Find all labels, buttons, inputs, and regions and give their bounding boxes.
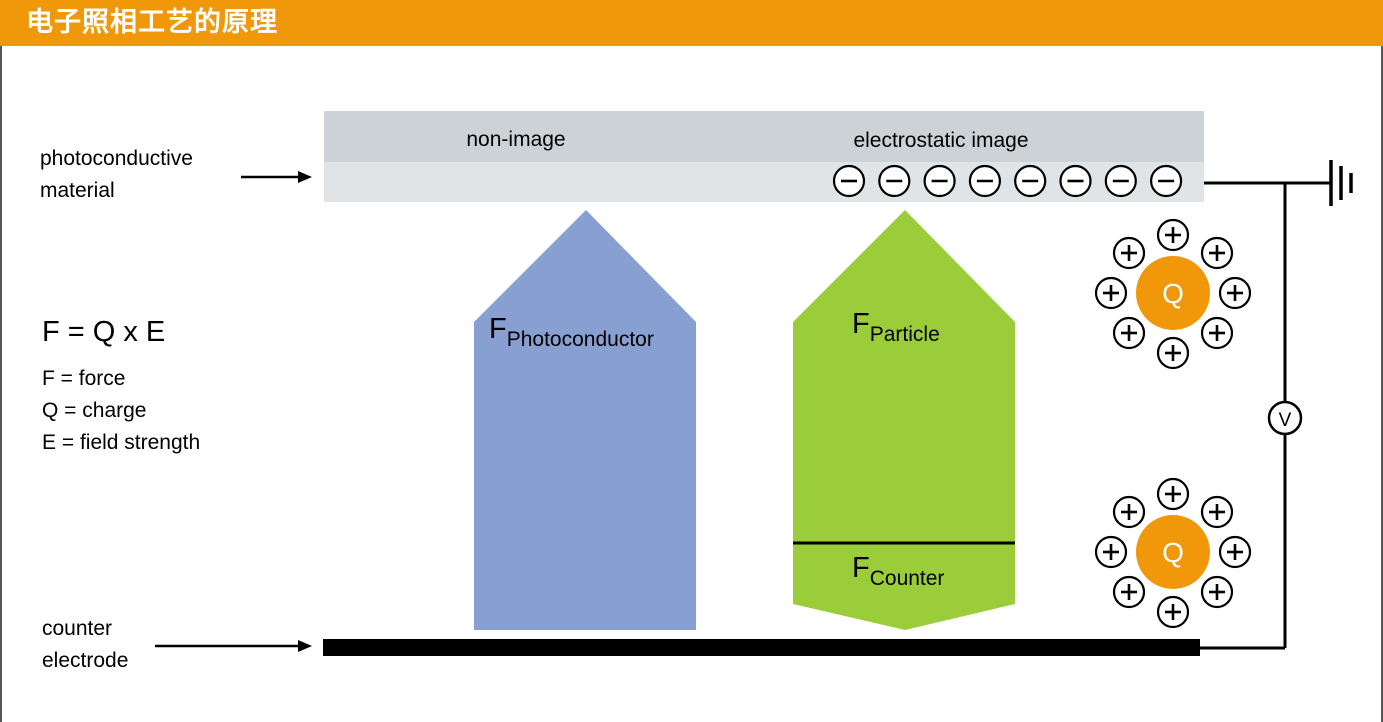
charge-label: Q: [1162, 537, 1184, 568]
counter-arrow-head: [298, 640, 312, 652]
positive-charge-icon: [1200, 316, 1234, 350]
positive-charge-icon: [1112, 495, 1146, 529]
photoconductor-top-band: [324, 111, 1204, 162]
formula-charge: Q = charge: [42, 399, 147, 422]
counter-label-line2: electrode: [42, 649, 129, 672]
particle-core: [1136, 256, 1210, 330]
negative-charge-icon: [1149, 164, 1183, 198]
positive-charge-icon: [1094, 276, 1128, 310]
title-bar: 电子照相工艺的原理: [0, 0, 1383, 46]
particle-force-arrow: [793, 210, 1015, 630]
frame-border-left: [0, 46, 2, 722]
positive-charge-icon: [1218, 535, 1252, 569]
negative-charge-icon: [923, 164, 956, 198]
negative-charge-icon: [878, 164, 911, 198]
photoconductive-arrow-head: [298, 171, 312, 183]
positive-charge-icon: [1200, 236, 1234, 270]
f-counter-sub: Counter: [870, 567, 945, 590]
photoconductor-bottom-band: [324, 162, 1204, 202]
positive-charge-icon: [1112, 316, 1146, 350]
formula-main: F = Q x E: [42, 316, 166, 348]
f-photoconductor-label: FPhotoconductor: [489, 313, 654, 351]
positive-charge-icon: [1112, 236, 1146, 270]
particle-core: [1136, 515, 1210, 589]
photoconductor-force-arrow: [474, 210, 696, 630]
charge-label: Q: [1162, 278, 1184, 309]
negative-charges-row: [832, 164, 1183, 198]
voltmeter-circle: [1267, 400, 1303, 436]
charged-particle-upper: Q: [1094, 218, 1252, 370]
positive-charge-icon: [1112, 575, 1146, 609]
f-particle-label: FParticle: [852, 308, 940, 346]
positive-charge-icon: [1156, 477, 1190, 511]
positive-charge-icon: [1094, 535, 1128, 569]
photoconductive-label-line2: material: [40, 179, 115, 202]
negative-charge-icon: [968, 164, 1002, 198]
f-counter-label: FCounter: [852, 552, 944, 590]
f-particle-sub: Particle: [870, 323, 940, 346]
electrostatic-image-label: electrostatic image: [853, 129, 1028, 152]
formula-force: F = force: [42, 367, 126, 390]
counter-electrode: [323, 639, 1200, 656]
formula-field-strength: E = field strength: [42, 431, 201, 454]
non-image-label: non-image: [466, 128, 565, 151]
voltmeter-label: V: [1279, 410, 1292, 431]
negative-charge-icon: [1059, 164, 1092, 198]
negative-charge-icon: [1014, 164, 1047, 198]
negative-charge-icon: [1104, 164, 1137, 198]
charged-particle-lower: Q: [1094, 477, 1252, 629]
positive-charge-icon: [1156, 336, 1190, 370]
counter-electrode-label: counter electrode: [42, 613, 128, 677]
frame-border-right: [1381, 46, 1383, 722]
photoconductive-label: photoconductive material: [40, 143, 193, 207]
positive-charge-icon: [1156, 218, 1190, 252]
f-photoconductor-sub: Photoconductor: [507, 328, 654, 351]
positive-charge-icon: [1156, 595, 1190, 629]
positive-charge-icon: [1200, 575, 1234, 609]
negative-charge-icon: [832, 164, 866, 198]
positive-charge-icon: [1218, 276, 1252, 310]
photoconductive-label-line1: photoconductive: [40, 147, 193, 170]
positive-charge-icon: [1200, 495, 1234, 529]
counter-label-line1: counter: [42, 617, 113, 640]
page-title: 电子照相工艺的原理: [26, 7, 278, 38]
